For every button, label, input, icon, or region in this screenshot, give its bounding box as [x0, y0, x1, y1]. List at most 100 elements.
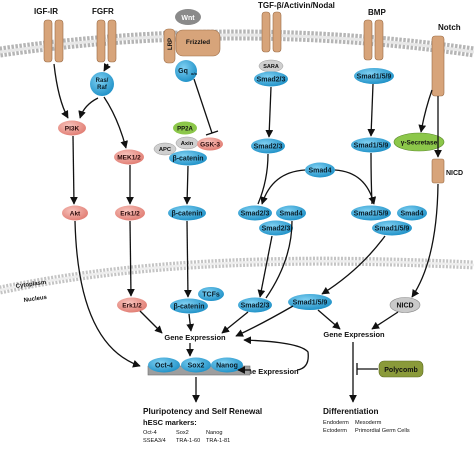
smad23-nucleus-label: Smad2/3 — [241, 303, 270, 310]
smad23-nucleus — [238, 297, 272, 313]
primordial-germ-cells: Primordial Germ Cells — [355, 428, 410, 434]
mesoderm: Mesoderm — [355, 420, 382, 426]
fgf-receptor — [96, 19, 117, 63]
receptor-label-tgf: TGF-β/Activin/Nodal — [258, 1, 335, 10]
nicd-cytoplasm — [431, 158, 445, 184]
differentiation-title: Differentiation — [323, 407, 379, 416]
bmp-receptor — [363, 19, 384, 61]
smad4-label: Smad4 — [309, 168, 332, 175]
smad159-nucleus-label: Smad1/5/9 — [293, 300, 328, 307]
gene-expression-label-2: Gene Expression — [323, 330, 385, 339]
sox2 — [181, 357, 211, 373]
smad4-complex-1-label: Smad4 — [280, 211, 303, 218]
igf-receptor — [43, 19, 64, 63]
oct4 — [148, 357, 180, 373]
erk-nucleus-label: Erk1/2 — [122, 303, 142, 310]
pp2a — [173, 121, 197, 135]
apc — [153, 142, 177, 156]
marker-tra160: TRA-1-60 — [176, 438, 200, 444]
frizzled-receptor — [175, 29, 221, 57]
polycomb — [378, 360, 424, 378]
marker-ssea: SSEA3/4 — [143, 438, 166, 444]
beta-catenin-cytoplasm-label: β-catenin — [171, 211, 202, 218]
nucleus-label: Nucleus — [23, 295, 48, 304]
gq-label: Gq — [178, 68, 188, 75]
smad23-receptor-label: Smad2/3 — [257, 77, 286, 84]
polycomb-label: Polycomb — [384, 367, 417, 374]
lrp-label: LRP — [168, 38, 174, 50]
nanog-label: Nanog — [216, 363, 238, 370]
ectoderm: Ectoderm — [323, 428, 347, 434]
smad4-complex-2-label: Smad4 — [401, 211, 424, 218]
smad23-complex-1 — [238, 205, 272, 221]
tgf-receptor — [261, 11, 282, 53]
smad4-complex-2 — [397, 205, 427, 221]
sox2-label: Sox2 — [188, 363, 205, 370]
gamma-secretase-label: γ-Secretase — [401, 140, 438, 147]
smad4-complex-1 — [276, 205, 306, 221]
smad159-receptor-label: Smad1/5/9 — [357, 74, 392, 81]
smad159-complex-2 — [372, 220, 412, 236]
oct4-label: Oct-4 — [155, 363, 173, 370]
mek-label: MEK1/2 — [117, 155, 141, 162]
marker-sox2: Sox2 — [176, 430, 189, 436]
markers-title: hESC markers: — [143, 418, 197, 427]
smad23-complex-1-label: Smad2/3 — [241, 211, 270, 218]
smad23-a — [251, 138, 285, 154]
smad159-receptor — [354, 68, 394, 84]
receptor-label-fgfr: FGFR — [92, 7, 114, 16]
pi3k — [58, 120, 86, 136]
tcfs — [198, 287, 224, 301]
akt — [62, 205, 88, 221]
nicd-nucleus — [389, 297, 421, 313]
beta-catenin-nucleus — [170, 298, 208, 314]
frizzled-label: Frizzled — [186, 39, 210, 46]
beta-catenin-complex — [169, 150, 207, 166]
receptor-label-igf: IGF-IR — [34, 7, 58, 16]
marker-nanog: Nanog — [206, 430, 222, 436]
tcfs-label: TCFs — [202, 292, 220, 299]
wnt-ligand — [175, 9, 201, 25]
beta-catenin-cytoplasm — [168, 205, 206, 221]
lrp-receptor — [163, 28, 176, 64]
nanog — [211, 357, 243, 373]
endoderm: Endoderm — [323, 420, 349, 426]
smad23-a-label: Smad2/3 — [254, 144, 283, 151]
smad23-complex-2-label: Smad2/3 — [262, 226, 291, 233]
smad23-receptor — [254, 71, 288, 87]
akt-label: Akt — [70, 211, 81, 218]
pi3k-label: PI3K — [65, 126, 80, 133]
marker-oct4: Oct-4 — [143, 430, 157, 436]
erk-cytoplasm-label: Erk1/2 — [120, 211, 140, 218]
sara-label: SARA — [263, 64, 279, 70]
notch-receptor — [431, 35, 445, 97]
receptor-label-notch: Notch — [438, 23, 461, 32]
beta-catenin-nucleus-label: β-catenin — [173, 304, 204, 311]
smad159-nucleus — [288, 294, 332, 310]
smad159-complex-1 — [351, 205, 391, 221]
gene-expression-label-3: Gene Expression — [237, 367, 299, 376]
raf-label: Raf — [97, 85, 108, 91]
gq-sub: α/o — [191, 71, 198, 76]
marker-tra181: TRA-1-81 — [206, 438, 230, 444]
ras-label: Ras/ — [96, 78, 109, 84]
smad159-a-label: Smad1/5/9 — [354, 143, 389, 150]
pluripotency-title: Pluripotency and Self Renewal — [143, 407, 262, 416]
smad23-complex-2 — [259, 220, 293, 236]
nicd-cytoplasm-label: NICD — [446, 170, 463, 177]
nicd-nucleus-label: NICD — [396, 303, 413, 310]
gsk3-label: GSK-3 — [200, 142, 220, 149]
mek — [114, 149, 144, 165]
smad4 — [305, 162, 335, 178]
apc-label: APC — [159, 147, 172, 153]
nuclear-membrane — [0, 256, 474, 295]
receptor-label-bmp: BMP — [368, 8, 386, 17]
smad159-complex-2-label: Smad1/5/9 — [375, 226, 410, 233]
axin-label: Axin — [181, 141, 194, 147]
gene-expression-label-1: Gene Expression — [164, 333, 226, 342]
smad159-complex-1-label: Smad1/5/9 — [354, 211, 389, 218]
gsk3 — [197, 137, 223, 151]
erk-nucleus — [117, 297, 147, 313]
pp2a-label: PP2A — [177, 127, 193, 133]
